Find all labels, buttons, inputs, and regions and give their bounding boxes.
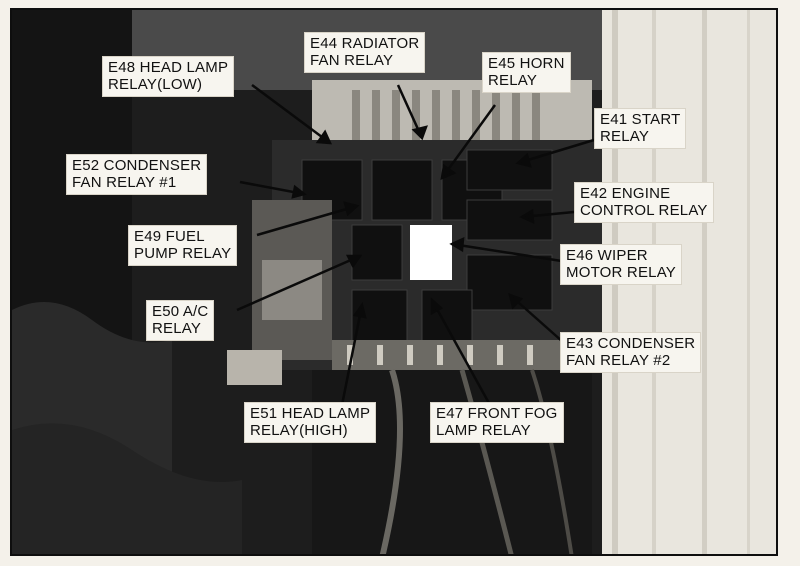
relay-box-photo [12, 10, 776, 554]
label-e42: E42 ENGINE CONTROL RELAY [574, 182, 714, 223]
label-e47: E47 FRONT FOG LAMP RELAY [430, 402, 564, 443]
label-e50: E50 A/C RELAY [146, 300, 215, 341]
label-e48: E48 HEAD LAMP RELAY(LOW) [102, 56, 235, 97]
photo-frame: E48 HEAD LAMP RELAY(LOW) E44 RADIATOR FA… [10, 8, 778, 556]
label-e46: E46 WIPER MOTOR RELAY [560, 244, 682, 285]
label-e49: E49 FUEL PUMP RELAY [128, 225, 238, 266]
label-e41: E41 START RELAY [594, 108, 687, 149]
label-e45: E45 HORN RELAY [482, 52, 571, 93]
label-e52: E52 CONDENSER FAN RELAY #1 [66, 154, 208, 195]
label-e43: E43 CONDENSER FAN RELAY #2 [560, 332, 702, 373]
label-e44: E44 RADIATOR FAN RELAY [304, 32, 426, 73]
label-e51: E51 HEAD LAMP RELAY(HIGH) [244, 402, 377, 443]
arrow-e48 [251, 83, 331, 145]
